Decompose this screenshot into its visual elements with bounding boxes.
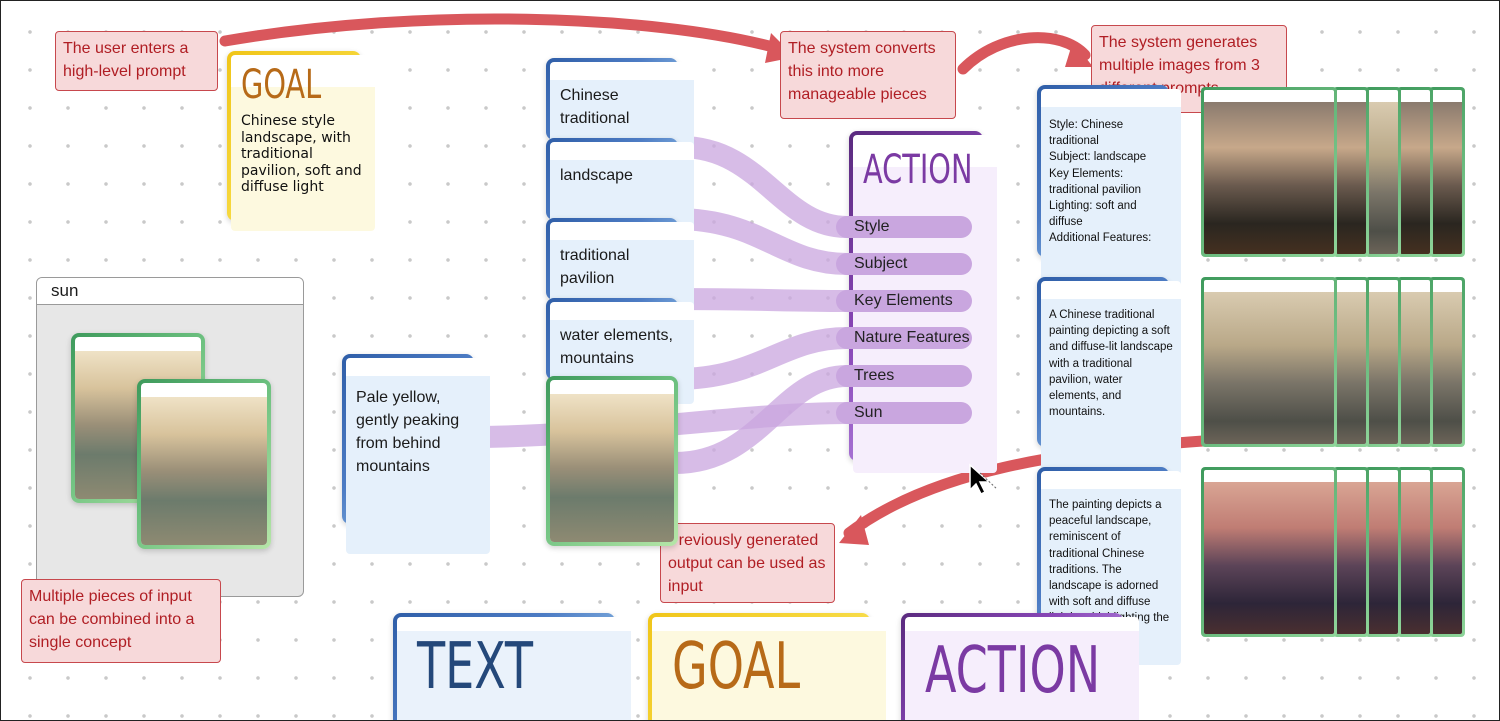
action-slot-nature-features[interactable]: Nature Features [836,327,972,349]
generated-image-row3-1[interactable] [1201,467,1337,637]
text-card-chinese-traditional[interactable]: Chinese traditional [546,58,694,164]
note-combined: Multiple pieces of input can be combined… [21,579,221,663]
generated-image-row1-5[interactable] [1429,87,1465,257]
goal-card-text: Chinese style landscape, with traditiona… [241,113,362,195]
text-card-landscape[interactable]: landscape [546,138,694,244]
generated-image-row2-5[interactable] [1429,277,1465,447]
generated-image-row3-5[interactable] [1429,467,1465,637]
generated-image-row3-4[interactable] [1397,467,1433,637]
prompt-card-paragraph[interactable]: The painting depicts a peaceful landscap… [1037,467,1181,665]
cursor-icon [969,463,998,496]
generated-image-row3-2[interactable] [1333,467,1369,637]
generated-image-row1-1[interactable] [1201,87,1337,257]
note-user-prompt: The user enters a high-level prompt [55,31,218,91]
legend-goal-card[interactable]: GOAL [648,613,886,720]
connector-key-elements [664,288,858,312]
concept-group-label: sun [37,278,303,305]
action-slot-key-elements[interactable]: Key Elements [836,290,972,312]
text-card-label: Pale yellow, gently peaking from behind … [346,358,490,554]
text-card-water-mountains[interactable]: water elements, mountains [546,298,694,404]
note-converts: The system converts this into more manag… [780,31,956,119]
arrow-head-previous [839,515,869,545]
concept-image-2[interactable] [137,379,271,549]
action-slot-trees[interactable]: Trees [836,365,972,387]
prompt-card-text: A Chinese traditional painting depicting… [1041,281,1181,475]
generated-image-row1-3[interactable] [1365,87,1401,257]
generated-image-row1-4[interactable] [1397,87,1433,257]
legend-text-card[interactable]: TEXT [393,613,631,720]
legend-action-title: ACTION [925,634,1101,708]
arrow-head-generate [1065,41,1093,67]
generated-image-row2-3[interactable] [1365,277,1401,447]
connector-style [670,136,858,238]
goal-card-title: GOAL [241,62,322,108]
goal-card[interactable]: GOAL Chinese style landscape, with tradi… [227,51,375,231]
note-previous: Previously generated output can be used … [660,523,835,603]
generated-image-row3-3[interactable] [1365,467,1401,637]
action-card-title: ACTION [863,147,973,193]
connector-nature-features [664,327,858,390]
image-card-reference[interactable] [546,376,678,546]
connector-subject [664,208,858,275]
prompt-card-structured[interactable]: Style: Chinese traditional Subject: land… [1037,85,1181,287]
legend-action-card[interactable]: ACTION [901,613,1139,720]
text-card-sun-description[interactable]: Pale yellow, gently peaking from behind … [342,354,490,554]
generated-image-row2-4[interactable] [1397,277,1433,447]
text-card-traditional-pavilion[interactable]: traditional pavilion [546,218,694,324]
legend-text-title: TEXT [417,630,533,704]
generated-image-row2-2[interactable] [1333,277,1369,447]
action-slot-subject[interactable]: Subject [836,253,972,275]
generated-image-row1-2[interactable] [1333,87,1369,257]
action-slot-style[interactable]: Style [836,216,972,238]
action-slot-sun[interactable]: Sun [836,402,972,424]
arrow-to-convert [219,13,779,53]
generated-image-row2-1[interactable] [1201,277,1337,447]
legend-goal-title: GOAL [672,630,801,704]
prompt-card-sentence[interactable]: A Chinese traditional painting depicting… [1037,277,1181,475]
prompt-card-text: Style: Chinese traditional Subject: land… [1041,89,1181,287]
